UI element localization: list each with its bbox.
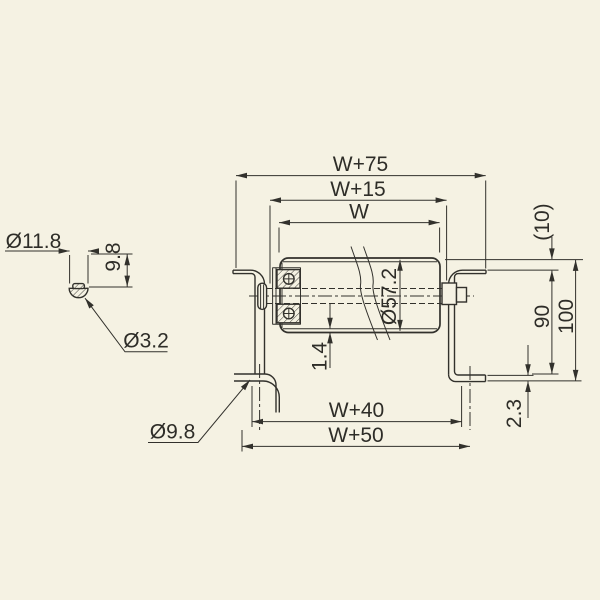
bearing-upper [276,268,301,289]
dim-label-w50: W+50 [328,424,383,447]
dim-label-w: W [349,201,369,224]
dimension-tube-wall: 1.4 [309,303,333,371]
dim-label-d98: Ø9.8 [150,421,196,444]
leader-pin-diameter: Ø3.2 [84,297,169,353]
dimension-roller-face: W [279,201,440,226]
shaft-end-right [441,282,468,306]
dim-label-100: 100 [555,299,578,334]
pin-end-hatched [69,288,88,298]
dimension-height-90: 90 [531,270,555,374]
roller-tube [279,257,441,334]
extension-lines [235,180,583,452]
dim-label-w40: W+40 [329,399,384,422]
dimension-height-100: 100 [555,259,579,381]
dimension-protrusion-10: (10) [531,203,555,260]
dim-label-d572: Ø57.2 [378,268,401,325]
shaft-spring-pin [257,282,268,311]
bearing-lower [276,303,301,324]
dimension-bottom-inner: W+40 [252,399,462,425]
dim-label-w15: W+15 [330,178,385,201]
dimension-bottom-outer: W+50 [242,424,470,450]
dimension-detail-height: 9.8 [102,242,130,287]
break-lines [350,246,391,341]
dim-label-d118: Ø11.8 [6,230,62,253]
leader-frame-hole: Ø9.8 [148,379,251,444]
detail-view-pin: Ø11.8 9.8 Ø3.2 [5,230,169,353]
dimension-roller-diameter: Ø57.2 [378,259,403,331]
dim-label-w75: W+75 [333,153,388,176]
dim-label-d32: Ø3.2 [123,330,169,353]
bearing-assembly [272,267,301,325]
dim-label-10: (10) [531,203,554,240]
dimension-top-inner: W+15 [270,178,447,203]
dimension-top-overall: W+75 [236,153,486,179]
dimension-detail-diameter: Ø11.8 [5,230,99,254]
dim-label-90: 90 [531,305,554,328]
dim-label-23: 2.3 [503,399,526,428]
dim-label-98: 9.8 [102,242,125,271]
dim-label-14: 1.4 [309,342,332,372]
dimension-flange-thickness: 2.3 [503,345,531,428]
